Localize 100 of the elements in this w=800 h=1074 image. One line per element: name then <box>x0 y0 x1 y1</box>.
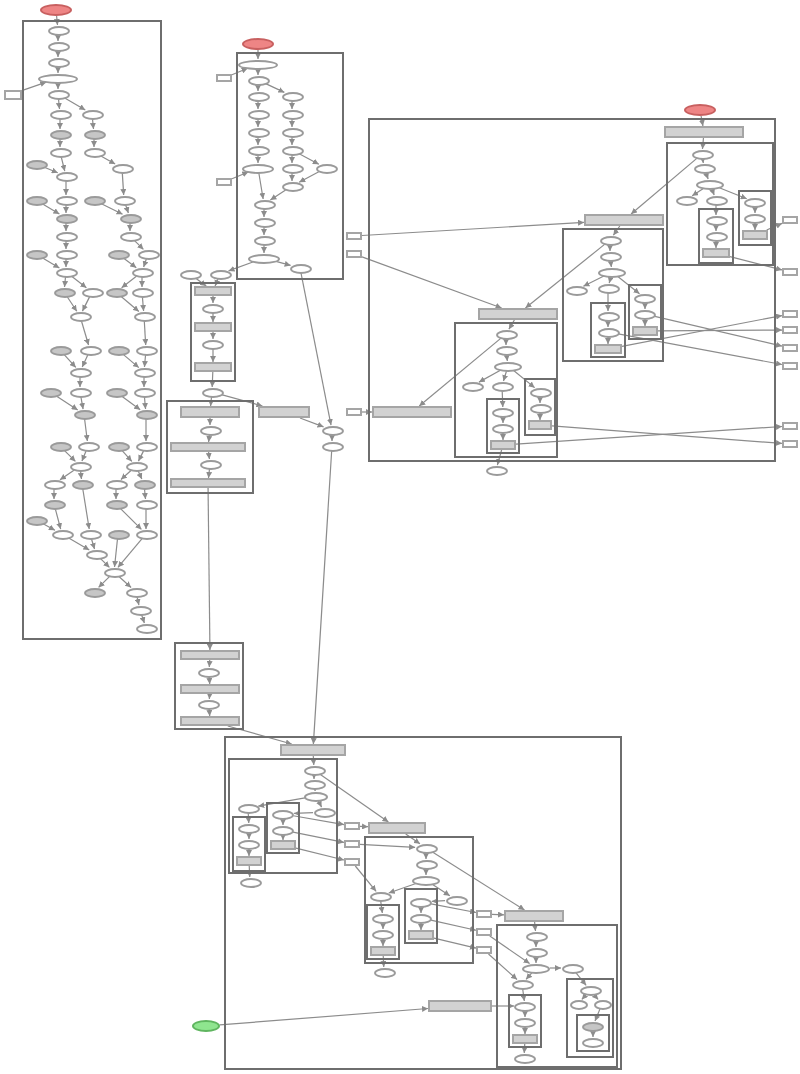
ellipse-node <box>55 231 77 241</box>
small-box-node <box>344 840 360 848</box>
arrow <box>489 935 531 965</box>
shaded-bar <box>180 716 240 726</box>
arrow <box>133 239 145 251</box>
arrow <box>378 900 385 914</box>
arrow <box>142 320 149 346</box>
arrow <box>208 396 215 407</box>
ellipse-node <box>598 267 626 277</box>
small-box-node <box>782 326 798 334</box>
arrow <box>127 222 133 232</box>
ellipse-node <box>201 387 223 397</box>
arrow <box>289 172 295 182</box>
ellipse-node <box>565 285 587 295</box>
shaded-ellipse-node <box>107 345 129 355</box>
ellipse-node <box>281 91 303 101</box>
arrow <box>621 313 783 347</box>
arrow <box>255 118 261 128</box>
arrow <box>77 470 84 480</box>
ellipse-node <box>135 499 157 509</box>
ellipse-node <box>675 195 697 205</box>
arrow <box>354 865 377 892</box>
arrow <box>210 348 216 363</box>
arrow <box>231 171 249 180</box>
arrow <box>499 390 506 408</box>
arrow <box>423 868 429 876</box>
small-box-node <box>346 232 362 240</box>
small-box-node <box>216 178 232 186</box>
ellipse-node <box>410 897 432 907</box>
ellipse-node <box>461 381 483 391</box>
arrow <box>219 1006 429 1026</box>
cluster-frame <box>666 142 774 266</box>
ellipse-node <box>705 215 727 225</box>
arrow <box>533 956 539 964</box>
ellipse-node <box>561 963 583 973</box>
arrow <box>581 992 589 1001</box>
ellipse-node <box>303 779 325 789</box>
arrow <box>80 320 90 346</box>
arrow <box>605 292 611 312</box>
shaded-bar <box>490 440 516 450</box>
ellipse-node <box>599 235 621 245</box>
arrow <box>57 138 63 148</box>
ellipse-node <box>133 311 155 321</box>
arrow <box>269 189 287 201</box>
arrow <box>319 773 390 823</box>
arrow <box>55 395 79 411</box>
ellipse-node <box>579 985 601 995</box>
arrow <box>141 376 147 388</box>
ellipse-node <box>492 407 514 417</box>
ellipse-node <box>313 807 335 817</box>
arrow <box>63 180 69 196</box>
ellipse-node <box>281 163 303 173</box>
ellipse-node <box>133 387 155 397</box>
arrow <box>418 906 424 914</box>
ellipse-node <box>412 875 440 885</box>
arrow <box>64 97 86 111</box>
ellipse-node <box>445 895 467 905</box>
arrow <box>713 204 719 216</box>
arrow <box>361 256 503 309</box>
ellipse-node <box>47 41 69 51</box>
arrow <box>594 1008 601 1022</box>
arrow <box>654 315 783 348</box>
arrow <box>361 409 373 415</box>
arrow <box>605 336 611 345</box>
ellipse-node <box>43 479 65 489</box>
small-box-node <box>782 268 798 276</box>
arrow <box>210 295 216 304</box>
shaded-ellipse-node <box>49 345 71 355</box>
arrow <box>292 831 345 845</box>
ellipse-node <box>247 91 269 101</box>
shaded-ellipse-node <box>135 409 157 419</box>
highlighted-ellipse-node <box>684 104 716 116</box>
arrow <box>289 136 295 146</box>
arrow <box>206 487 213 651</box>
arrow <box>537 412 543 421</box>
arrow <box>121 450 133 462</box>
arrow <box>206 659 213 668</box>
ellipse-node <box>495 329 517 339</box>
ellipse-node <box>272 809 294 819</box>
ellipse-node <box>415 859 437 869</box>
ellipse-node <box>47 89 69 99</box>
arrow <box>310 450 333 745</box>
arrow <box>630 157 698 215</box>
arrow <box>82 488 92 530</box>
arrow <box>533 940 539 948</box>
small-box-node <box>782 216 798 224</box>
shaded-bar <box>170 478 246 488</box>
arrow <box>531 921 538 932</box>
ellipse-node <box>81 109 103 119</box>
arrow <box>123 204 130 214</box>
arrow <box>77 376 83 388</box>
ellipse-node <box>238 823 260 833</box>
ellipse-node <box>281 181 303 191</box>
small-box-node <box>782 310 798 318</box>
ellipse-node <box>247 127 269 137</box>
arrow <box>54 508 63 530</box>
arrow <box>500 432 506 441</box>
arrow <box>700 137 706 150</box>
arrow <box>380 938 386 947</box>
small-box-node <box>346 250 362 258</box>
